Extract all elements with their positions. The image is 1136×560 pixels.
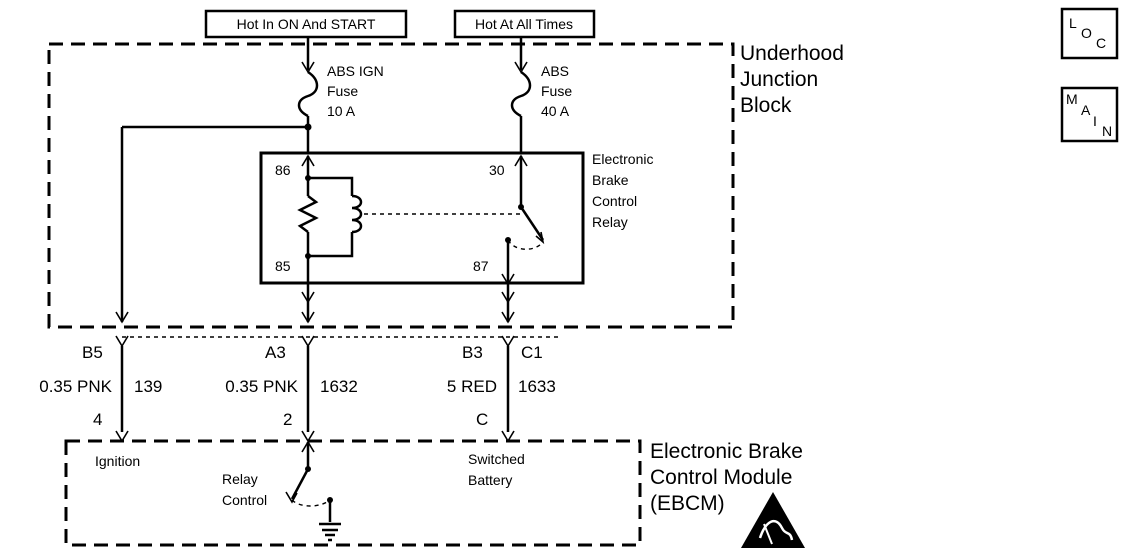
- ebcm-pin-4: 4: [93, 410, 102, 429]
- ebcm-relay-control-label-2: Control: [222, 492, 267, 508]
- relay-pin-85: 85: [275, 258, 291, 274]
- wire-2-spec: 0.35 PNK: [225, 377, 298, 396]
- fuse-icon: [297, 70, 319, 118]
- power-source-batt-label: Hot At All Times: [475, 16, 573, 32]
- relay-pin-86: 86: [275, 162, 291, 178]
- ebcm-relay-control-label-1: Relay: [222, 471, 258, 487]
- connector-b5: B5: [82, 343, 103, 362]
- ebcm-label: Electronic Brake Control Module (EBCM): [650, 440, 803, 515]
- ground-icon: [319, 522, 341, 542]
- connector-c1: C1: [521, 343, 543, 362]
- svg-text:Brake: Brake: [592, 172, 629, 188]
- wire-1-spec: 0.35 PNK: [39, 377, 112, 396]
- svg-text:40 A: 40 A: [541, 103, 570, 119]
- relay-label: Electronic Brake Control Relay: [592, 151, 653, 230]
- svg-text:M: M: [1066, 91, 1078, 107]
- svg-text:(EBCM): (EBCM): [650, 492, 725, 515]
- ebcm-pin-2: 2: [283, 410, 292, 429]
- batt-feed-wire: [514, 37, 528, 74]
- fuse-icon-abs: [510, 70, 532, 118]
- svg-text:Fuse: Fuse: [541, 83, 572, 99]
- power-source-ign-label: Hot In ON And START: [237, 16, 376, 32]
- svg-text:N: N: [1102, 123, 1112, 139]
- ebcm-outline: [64, 439, 642, 547]
- wire-3-circuit: 1633: [518, 377, 556, 396]
- svg-text:ABS IGN: ABS IGN: [327, 63, 384, 79]
- relay-pin-30: 30: [489, 162, 505, 178]
- junction-block-outline: [47, 42, 735, 329]
- svg-text:Electronic Brake: Electronic Brake: [650, 440, 803, 463]
- wire-1-circuit: 139: [134, 377, 162, 396]
- main-badge: M A I N: [1060, 86, 1119, 143]
- connector-b3: B3: [462, 343, 483, 362]
- svg-text:Control: Control: [592, 193, 637, 209]
- svg-text:A: A: [1081, 102, 1091, 118]
- relay-pin-87: 87: [473, 258, 489, 274]
- loc-badge: L O C: [1060, 7, 1119, 60]
- svg-text:Control Module: Control Module: [650, 466, 792, 489]
- ebcm-relay-control-switch: [285, 440, 333, 522]
- wire-3-spec: 5 RED: [447, 377, 497, 396]
- svg-text:C: C: [1096, 35, 1106, 51]
- esd-warning-icon: [741, 492, 805, 548]
- relay-box: [259, 151, 585, 285]
- ebcm-ignition-label: Ignition: [95, 453, 140, 469]
- ebcm-switched-label-2: Battery: [468, 472, 512, 488]
- svg-text:ABS: ABS: [541, 63, 569, 79]
- junction-block-label-2: Junction: [740, 68, 818, 91]
- svg-text:L: L: [1069, 15, 1077, 31]
- relay-coil-icon: [297, 154, 363, 283]
- ign-fuse-label: ABS IGN Fuse 10 A: [327, 63, 384, 119]
- svg-text:Electronic: Electronic: [592, 151, 653, 167]
- power-source-ign: Hot In ON And START: [204, 9, 408, 39]
- svg-text:O: O: [1081, 25, 1092, 41]
- svg-text:I: I: [1093, 113, 1097, 129]
- svg-text:Relay: Relay: [592, 214, 628, 230]
- abs-fuse-label: ABS Fuse 40 A: [541, 63, 572, 119]
- power-source-batt: Hot At All Times: [453, 9, 596, 39]
- ebcm-pin-c: C: [476, 410, 488, 429]
- ebcm-switched-label-1: Switched: [468, 451, 525, 467]
- junction-block-label-1: Underhood: [740, 42, 844, 65]
- svg-text:10 A: 10 A: [327, 103, 356, 119]
- ign-feed-wire: [301, 37, 315, 74]
- junction-block-label-3: Block: [740, 94, 792, 117]
- wire-2-circuit: 1632: [320, 377, 358, 396]
- connector-a3: A3: [265, 343, 286, 362]
- svg-text:Fuse: Fuse: [327, 83, 358, 99]
